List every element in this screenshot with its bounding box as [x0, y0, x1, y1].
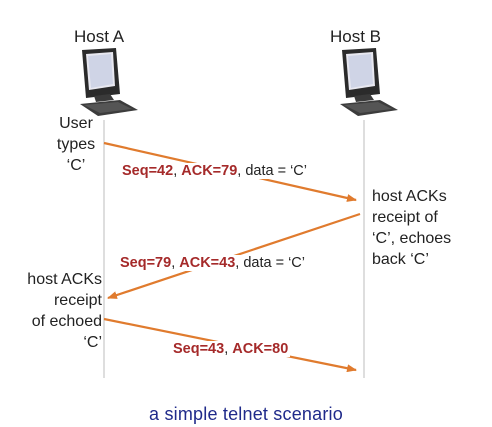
user-types-line-2: types: [56, 136, 96, 153]
ack-value-1: ACK=79: [181, 163, 238, 179]
diagram-caption: a simple telnet scenario: [149, 404, 343, 424]
separator-1: ,: [173, 163, 182, 179]
host-b-ack-note: host ACKs receipt of ‘C’, echoes back ‘C…: [372, 186, 451, 270]
seq-value-3: Seq=43: [173, 341, 225, 357]
data-value-1: , data = ‘C’: [237, 163, 307, 179]
host-b-ack-line-3: ‘C’, echoes: [372, 230, 452, 247]
host-a-label: Host A: [74, 27, 125, 46]
host-b-label: Host B: [330, 27, 382, 46]
host-a-ack-line-2: receipt: [53, 292, 102, 309]
host-b-computer-icon: [340, 48, 398, 116]
host-a-ack-note: host ACKs receipt of echoed ‘C’: [10, 269, 102, 353]
host-a-ack-line-4: ‘C’: [83, 334, 102, 351]
host-a-ack-line-1: host ACKs: [27, 271, 102, 288]
ack-value-2: ACK=43: [179, 255, 236, 271]
user-types-line-1: User: [59, 115, 93, 132]
host-b-ack-line-4: back ‘C’: [372, 251, 429, 268]
user-types-note: User types ‘C’: [44, 113, 108, 176]
message-label-2: Seq=79, ACK=43, data = ‘C’: [118, 255, 307, 271]
data-value-2: , data = ‘C’: [235, 255, 305, 271]
seq-value-2: Seq=79: [120, 255, 172, 271]
separator-3: ,: [224, 341, 233, 357]
host-a-computer-icon: [80, 48, 138, 116]
separator-2: ,: [171, 255, 180, 271]
user-types-line-3: ‘C’: [66, 157, 86, 174]
message-label-3: Seq=43, ACK=80: [171, 341, 291, 357]
host-b-ack-line-2: receipt of: [372, 209, 438, 226]
host-b-ack-line-1: host ACKs: [372, 188, 447, 205]
seq-value-1: Seq=42: [122, 163, 174, 179]
ack-value-3: ACK=80: [232, 341, 289, 357]
message-label-1: Seq=42, ACK=79, data = ‘C’: [120, 163, 309, 179]
host-a-ack-line-3: of echoed: [31, 313, 102, 330]
